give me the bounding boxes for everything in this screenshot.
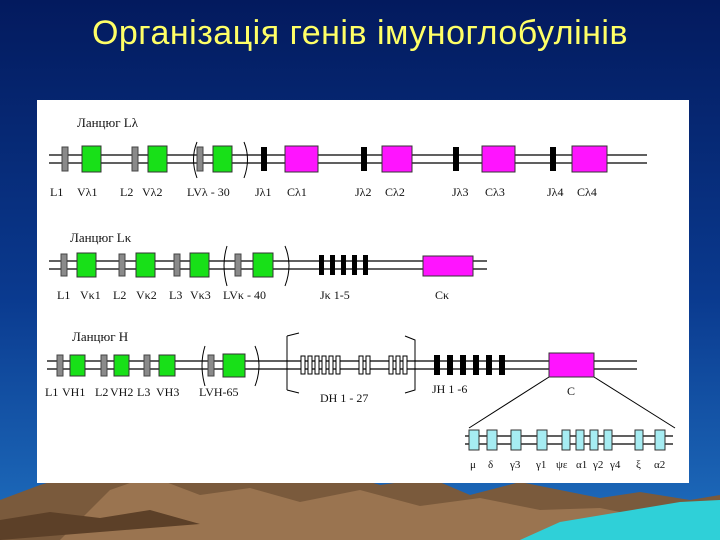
- gene-label: Vλ1: [77, 185, 97, 199]
- gene-label: L2: [120, 185, 133, 199]
- gene-label: L1: [50, 185, 63, 199]
- gene-label: Cλ3: [485, 185, 505, 199]
- leader-segment: [131, 146, 139, 172]
- bracket-right: [243, 141, 248, 179]
- bracket-left: [223, 245, 228, 287]
- dh-bracket-right: [404, 335, 416, 394]
- chain-lambda-title: Ланцюг Lλ: [77, 115, 139, 130]
- j-segment: [550, 147, 556, 171]
- v-segment: [158, 354, 176, 377]
- v-segment: [252, 252, 274, 278]
- c-segment: [422, 255, 474, 277]
- gene-label: Cκ: [435, 288, 449, 302]
- j-kappa-segments: [319, 255, 368, 275]
- subclass-label: μ: [470, 459, 476, 471]
- j-segment: [361, 147, 367, 171]
- leader-segment: [207, 354, 215, 377]
- v-segment: [69, 354, 86, 377]
- leader-segment: [234, 253, 242, 277]
- v-segment: [147, 145, 168, 173]
- gene-label: Vκ2: [136, 288, 157, 302]
- chain-kappa-title: Ланцюг Lκ: [70, 230, 132, 245]
- gene-label: C: [567, 384, 575, 398]
- subclass-label: ξ: [636, 459, 641, 471]
- leader-segment: [196, 146, 204, 172]
- dh-bracket-left: [286, 332, 300, 394]
- bracket-left: [193, 141, 198, 179]
- j-segment: [261, 147, 267, 171]
- c-segment: [381, 145, 413, 173]
- j-segment: [453, 147, 459, 171]
- constant-subclass-segments: [468, 429, 666, 451]
- gene-label: Vλ2: [142, 185, 162, 199]
- c-segment: [548, 352, 595, 378]
- leader-segment: [100, 354, 108, 377]
- expansion-line: [593, 376, 676, 429]
- chain-heavy-title: Ланцюг H: [72, 329, 128, 344]
- gene-label: Vκ1: [80, 288, 101, 302]
- gene-label: Cλ4: [577, 185, 597, 199]
- gene-label: LVH-65: [199, 385, 239, 399]
- chain-lambda-dna: [49, 154, 647, 164]
- gene-label: Cλ2: [385, 185, 405, 199]
- leader-segment: [60, 253, 68, 277]
- gene-label: L2: [113, 288, 126, 302]
- expansion-line: [468, 376, 550, 429]
- gene-label: LVλ - 30: [187, 185, 230, 199]
- v-segment: [212, 145, 233, 173]
- subclass-label: γ4: [609, 459, 621, 471]
- leader-segment: [56, 354, 64, 377]
- gene-label: L1: [57, 288, 70, 302]
- c-segment: [284, 145, 319, 173]
- gene-diagram: Ланцюг Lλ L1 Vλ1 L2 Vλ2 LVλ - 30 Jλ1 Cλ1…: [45, 115, 676, 471]
- subclass-label: γ1: [535, 459, 546, 471]
- gene-label: L1: [45, 385, 58, 399]
- gene-label: VH3: [156, 385, 179, 399]
- gene-label: LVκ - 40: [223, 288, 266, 302]
- v-segment: [222, 353, 246, 378]
- gene-label: Jλ2: [355, 185, 372, 199]
- gene-label: VH1: [62, 385, 85, 399]
- c-segment: [481, 145, 516, 173]
- subclass-label: ψε: [556, 459, 568, 471]
- leader-segment: [118, 253, 126, 277]
- jh-segments: [434, 355, 505, 375]
- gene-label: Jλ4: [547, 185, 564, 199]
- gene-label: Cλ1: [287, 185, 307, 199]
- gene-label: JH 1 -6: [432, 382, 467, 396]
- v-segment: [135, 252, 156, 278]
- leader-segment: [143, 354, 151, 377]
- leader-segment: [173, 253, 181, 277]
- bracket-right: [284, 245, 290, 287]
- gene-label: L2: [95, 385, 108, 399]
- bracket-left: [201, 345, 206, 387]
- c-segment: [571, 145, 608, 173]
- leader-segment: [61, 146, 69, 172]
- gene-label: Jλ3: [452, 185, 469, 199]
- subclass-label: γ3: [509, 459, 521, 471]
- bracket-right: [254, 345, 260, 387]
- dh-segments: [300, 355, 408, 375]
- gene-label: L3: [169, 288, 182, 302]
- gene-organization-figure: Ланцюг Lλ L1 Vλ1 L2 Vλ2 LVλ - 30 Jλ1 Cλ1…: [37, 100, 689, 483]
- subclass-label: γ2: [592, 459, 603, 471]
- v-segment: [76, 252, 97, 278]
- subclass-label: α1: [576, 459, 587, 471]
- subclass-label: α2: [654, 459, 665, 471]
- gene-label: Jκ 1-5: [320, 288, 350, 302]
- v-segment: [189, 252, 210, 278]
- gene-label: L3: [137, 385, 150, 399]
- gene-label: VH2: [110, 385, 133, 399]
- gene-label: Jλ1: [255, 185, 272, 199]
- gene-label: Vκ3: [190, 288, 211, 302]
- v-segment: [81, 145, 102, 173]
- gene-label: DH 1 - 27: [320, 391, 368, 405]
- v-segment: [113, 354, 130, 377]
- slide-title: Організація генів імуноглобулінів: [91, 14, 629, 52]
- subclass-label: δ: [488, 459, 493, 471]
